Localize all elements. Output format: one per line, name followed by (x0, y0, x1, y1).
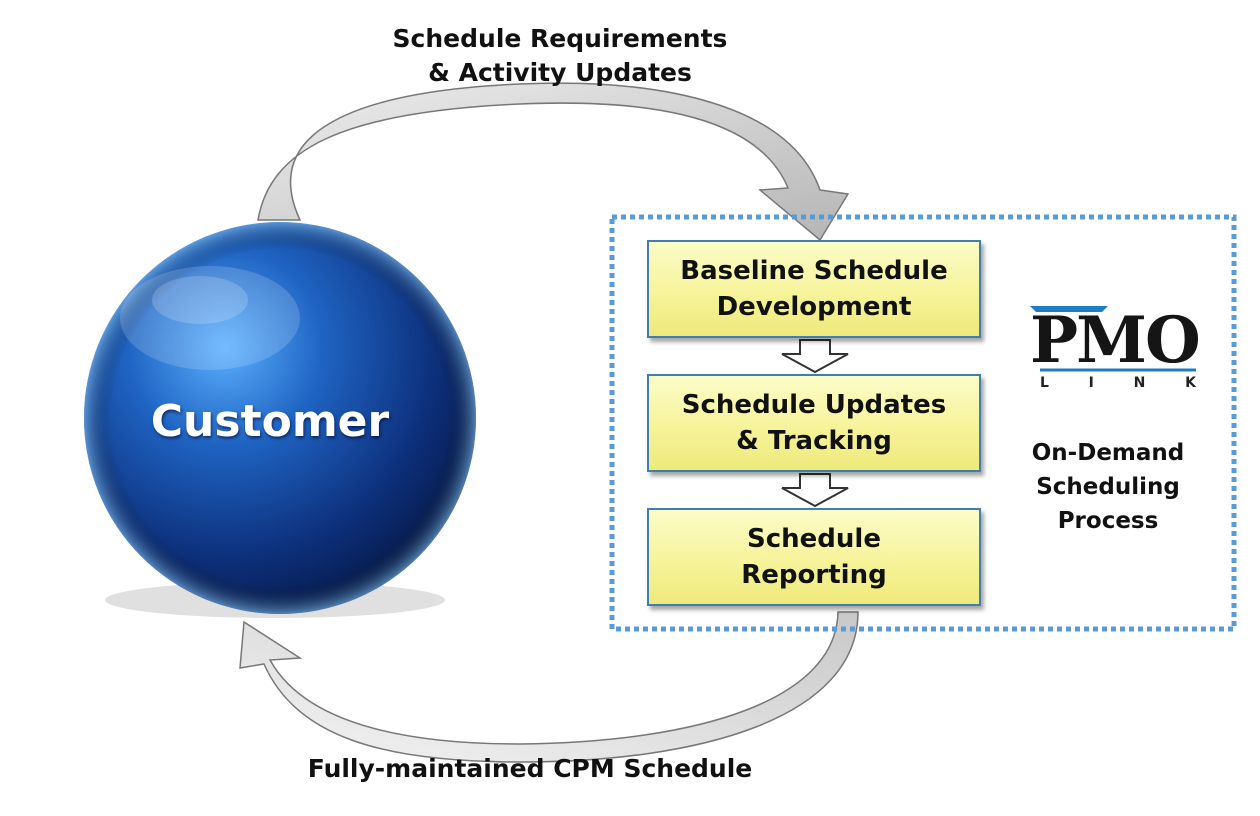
step1-line2: Development (716, 292, 912, 322)
top-arrow-label: Schedule Requirements & Activity Updates (330, 22, 790, 90)
pmo-logo: PMO (1030, 303, 1201, 378)
customer-label: Customer (150, 396, 390, 447)
logo-sub-letter: L (1040, 375, 1049, 391)
top-curved-arrow (257, 82, 850, 242)
step-schedule-updates: Schedule Updates & Tracking (647, 374, 981, 472)
top-arrow-label-line1: Schedule Requirements (392, 24, 728, 53)
step2-line1: Schedule Updates (681, 390, 947, 420)
top-arrow-label-line2: & Activity Updates (428, 58, 692, 87)
logo-sub-letter: I (1088, 375, 1094, 391)
logo-swoosh-icon (1030, 306, 1108, 312)
bottom-arrow-label: Fully-maintained CPM Schedule (307, 754, 753, 783)
step-schedule-reporting: Schedule Reporting (647, 508, 981, 606)
step-arrow-2 (781, 473, 849, 508)
step-baseline-schedule: Baseline Schedule Development (647, 240, 981, 338)
customer-sphere (84, 222, 476, 618)
process-label-line1: On-Demand (1031, 440, 1185, 466)
pmo-logo-link: L I N K (1040, 374, 1196, 392)
process-label-line2: Scheduling (1036, 474, 1180, 500)
logo-sub-letter: K (1185, 375, 1196, 391)
process-label-line3: Process (1057, 508, 1159, 534)
step1-line1: Baseline Schedule (680, 256, 948, 286)
bottom-curved-arrow (239, 611, 859, 763)
step2-line2: & Tracking (736, 426, 892, 456)
process-container (609, 214, 1237, 632)
step3-line1: Schedule (747, 524, 881, 554)
step-arrow-1 (781, 339, 849, 374)
logo-sub-letter: N (1133, 375, 1146, 391)
step3-line2: Reporting (741, 560, 887, 590)
process-label: On-Demand Scheduling Process (1004, 436, 1212, 538)
